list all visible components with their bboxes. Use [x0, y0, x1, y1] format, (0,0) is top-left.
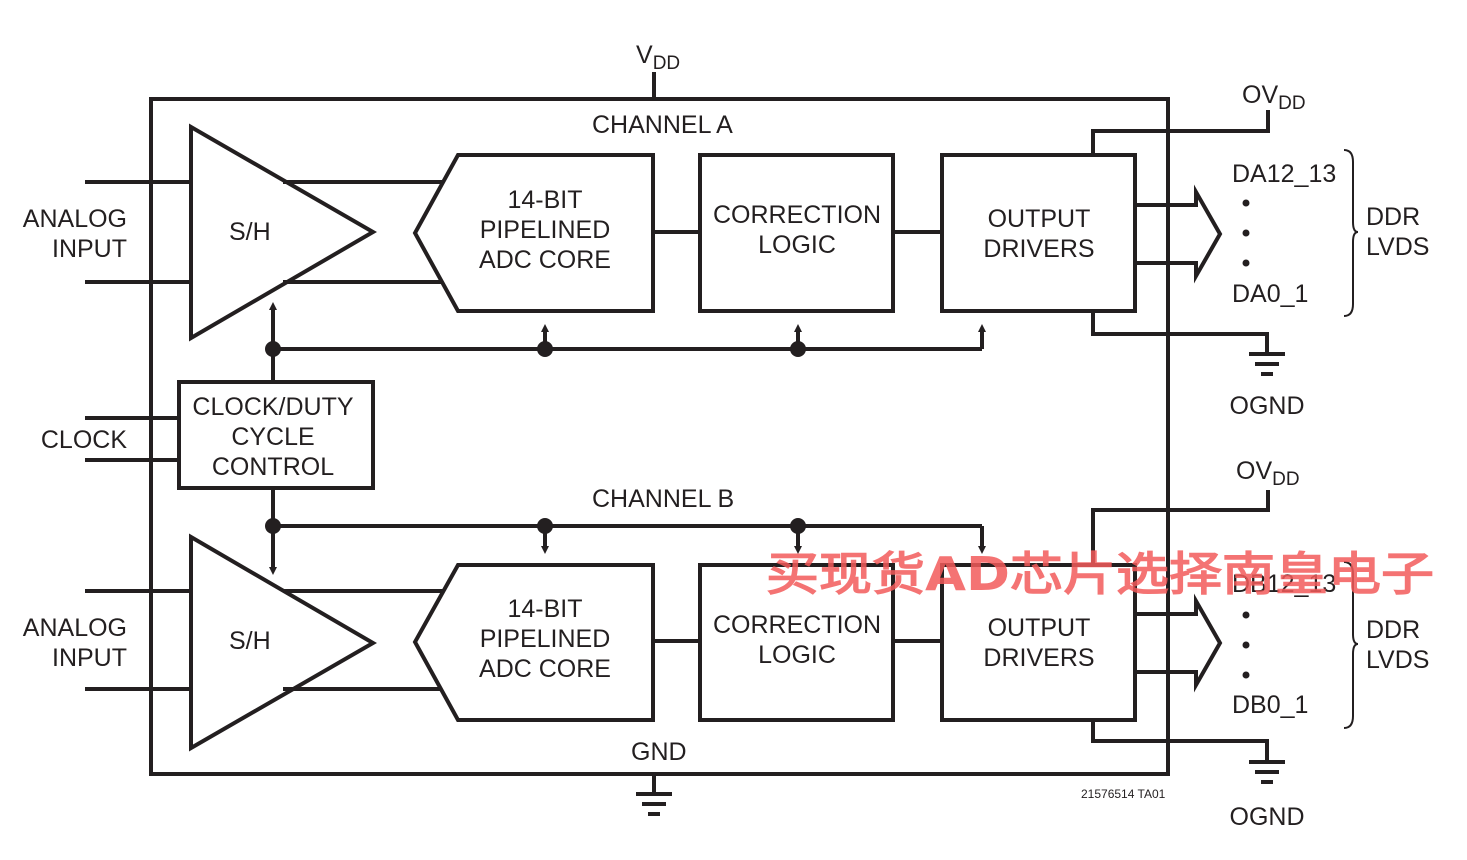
ognd-a-ground-symbol	[1249, 352, 1285, 376]
bus-a-dot-3	[1242, 259, 1250, 267]
sh-a-label: S/H	[229, 218, 271, 246]
adc-a-line-1: 14-BIT	[507, 186, 582, 214]
ovdd-a-label: OVDD	[1242, 81, 1306, 114]
adc-b-line-1: 14-BIT	[507, 595, 582, 623]
clock-label: CLOCK	[41, 426, 127, 454]
clock-block-line-3: CONTROL	[212, 453, 334, 481]
watermark-text: 买现货AD芯片选择南皇电子	[766, 547, 1434, 601]
output-bus-a-arrow	[1135, 184, 1223, 284]
bus-b-bottom-label: DB0_1	[1232, 691, 1308, 719]
clock-block-line-1: CLOCK/DUTY	[192, 393, 353, 421]
correction-a-line-1: CORRECTION	[713, 201, 881, 229]
bus-b-dot-2	[1242, 641, 1250, 649]
correction-a-line-2: LOGIC	[758, 231, 836, 259]
channel-b: CHANNEL B ANALOG INPUT S/H 14-BIT PIPELI…	[23, 457, 1430, 831]
analog-input-a-label-2: INPUT	[52, 235, 127, 263]
ognd-b-wire	[1091, 720, 1269, 760]
clock-duty-cycle-control	[177, 380, 375, 490]
bus-b-brace	[1343, 561, 1359, 729]
adc-core-b	[412, 563, 655, 722]
adc-core-a	[412, 153, 655, 313]
correction-b-line-1: CORRECTION	[713, 611, 881, 639]
clock-block-line-2: CYCLE	[231, 423, 314, 451]
vdd-label: VDD	[636, 41, 680, 74]
analog-input-b-label-2: INPUT	[52, 644, 127, 672]
bus-a-bottom-label: DA0_1	[1232, 280, 1308, 308]
sh-amplifier-a	[189, 123, 377, 342]
channel-a: CHANNEL A ANALOG INPUT S/H 14-BIT PIPELI…	[23, 81, 1430, 420]
adc-b-line-2: PIPELINED	[480, 625, 611, 653]
ovdd-b-label: OVDD	[1236, 457, 1300, 490]
output-bus-b-arrow	[1135, 593, 1223, 693]
junction-dot	[265, 341, 281, 357]
drivers-a-line-1: OUTPUT	[988, 205, 1091, 233]
bus-b-type-1: DDR	[1366, 616, 1420, 644]
ognd-a-label: OGND	[1230, 392, 1305, 420]
junction-dot	[537, 518, 553, 534]
junction-dot	[790, 341, 806, 357]
sh-b-label: S/H	[229, 627, 271, 655]
bus-b-top-label: DB12_13	[1232, 570, 1336, 598]
clock-section: CLOCK CLOCK/DUTY CYCLE CONTROL	[41, 302, 986, 575]
bus-a-dot-1	[1242, 199, 1250, 207]
ovdd-a-wire	[1091, 110, 1270, 155]
drivers-b-line-2: DRIVERS	[983, 644, 1094, 672]
ognd-b-label: OGND	[1230, 803, 1305, 831]
bus-a-brace	[1343, 149, 1359, 317]
bus-b-dot-1	[1242, 611, 1250, 619]
drivers-a-line-2: DRIVERS	[983, 235, 1094, 263]
adc-a-line-3: ADC CORE	[479, 246, 611, 274]
adc-a-line-2: PIPELINED	[480, 216, 611, 244]
output-drivers-a	[940, 153, 1137, 313]
bus-a-type-1: DDR	[1366, 203, 1420, 231]
gnd-ground-symbol	[636, 774, 672, 816]
drivers-b-line-1: OUTPUT	[988, 614, 1091, 642]
analog-input-a-label-1: ANALOG	[23, 205, 127, 233]
chip-outline	[149, 97, 1170, 776]
correction-b-line-2: LOGIC	[758, 641, 836, 669]
ognd-a-wire	[1091, 311, 1269, 352]
bus-a-top-label: DA12_13	[1232, 160, 1336, 188]
junction-dot	[537, 341, 553, 357]
bus-b-dot-3	[1242, 671, 1250, 679]
channel-b-label: CHANNEL B	[592, 485, 734, 513]
channel-a-label: CHANNEL A	[592, 111, 733, 139]
correction-logic-b	[698, 563, 895, 722]
ognd-b-ground-symbol	[1249, 760, 1285, 784]
output-drivers-b	[940, 563, 1137, 722]
gnd-label: GND	[631, 738, 687, 766]
bus-b-type-2: LVDS	[1366, 646, 1429, 674]
figure-code: 21576514 TA01	[1081, 787, 1166, 801]
junction-dot	[265, 518, 281, 534]
bus-a-type-2: LVDS	[1366, 233, 1429, 261]
bus-a-dot-2	[1242, 229, 1250, 237]
analog-input-b-label-1: ANALOG	[23, 614, 127, 642]
ovdd-b-wire	[1091, 490, 1270, 565]
junction-dot	[790, 518, 806, 534]
adc-b-line-3: ADC CORE	[479, 655, 611, 683]
sh-amplifier-b	[189, 533, 377, 752]
